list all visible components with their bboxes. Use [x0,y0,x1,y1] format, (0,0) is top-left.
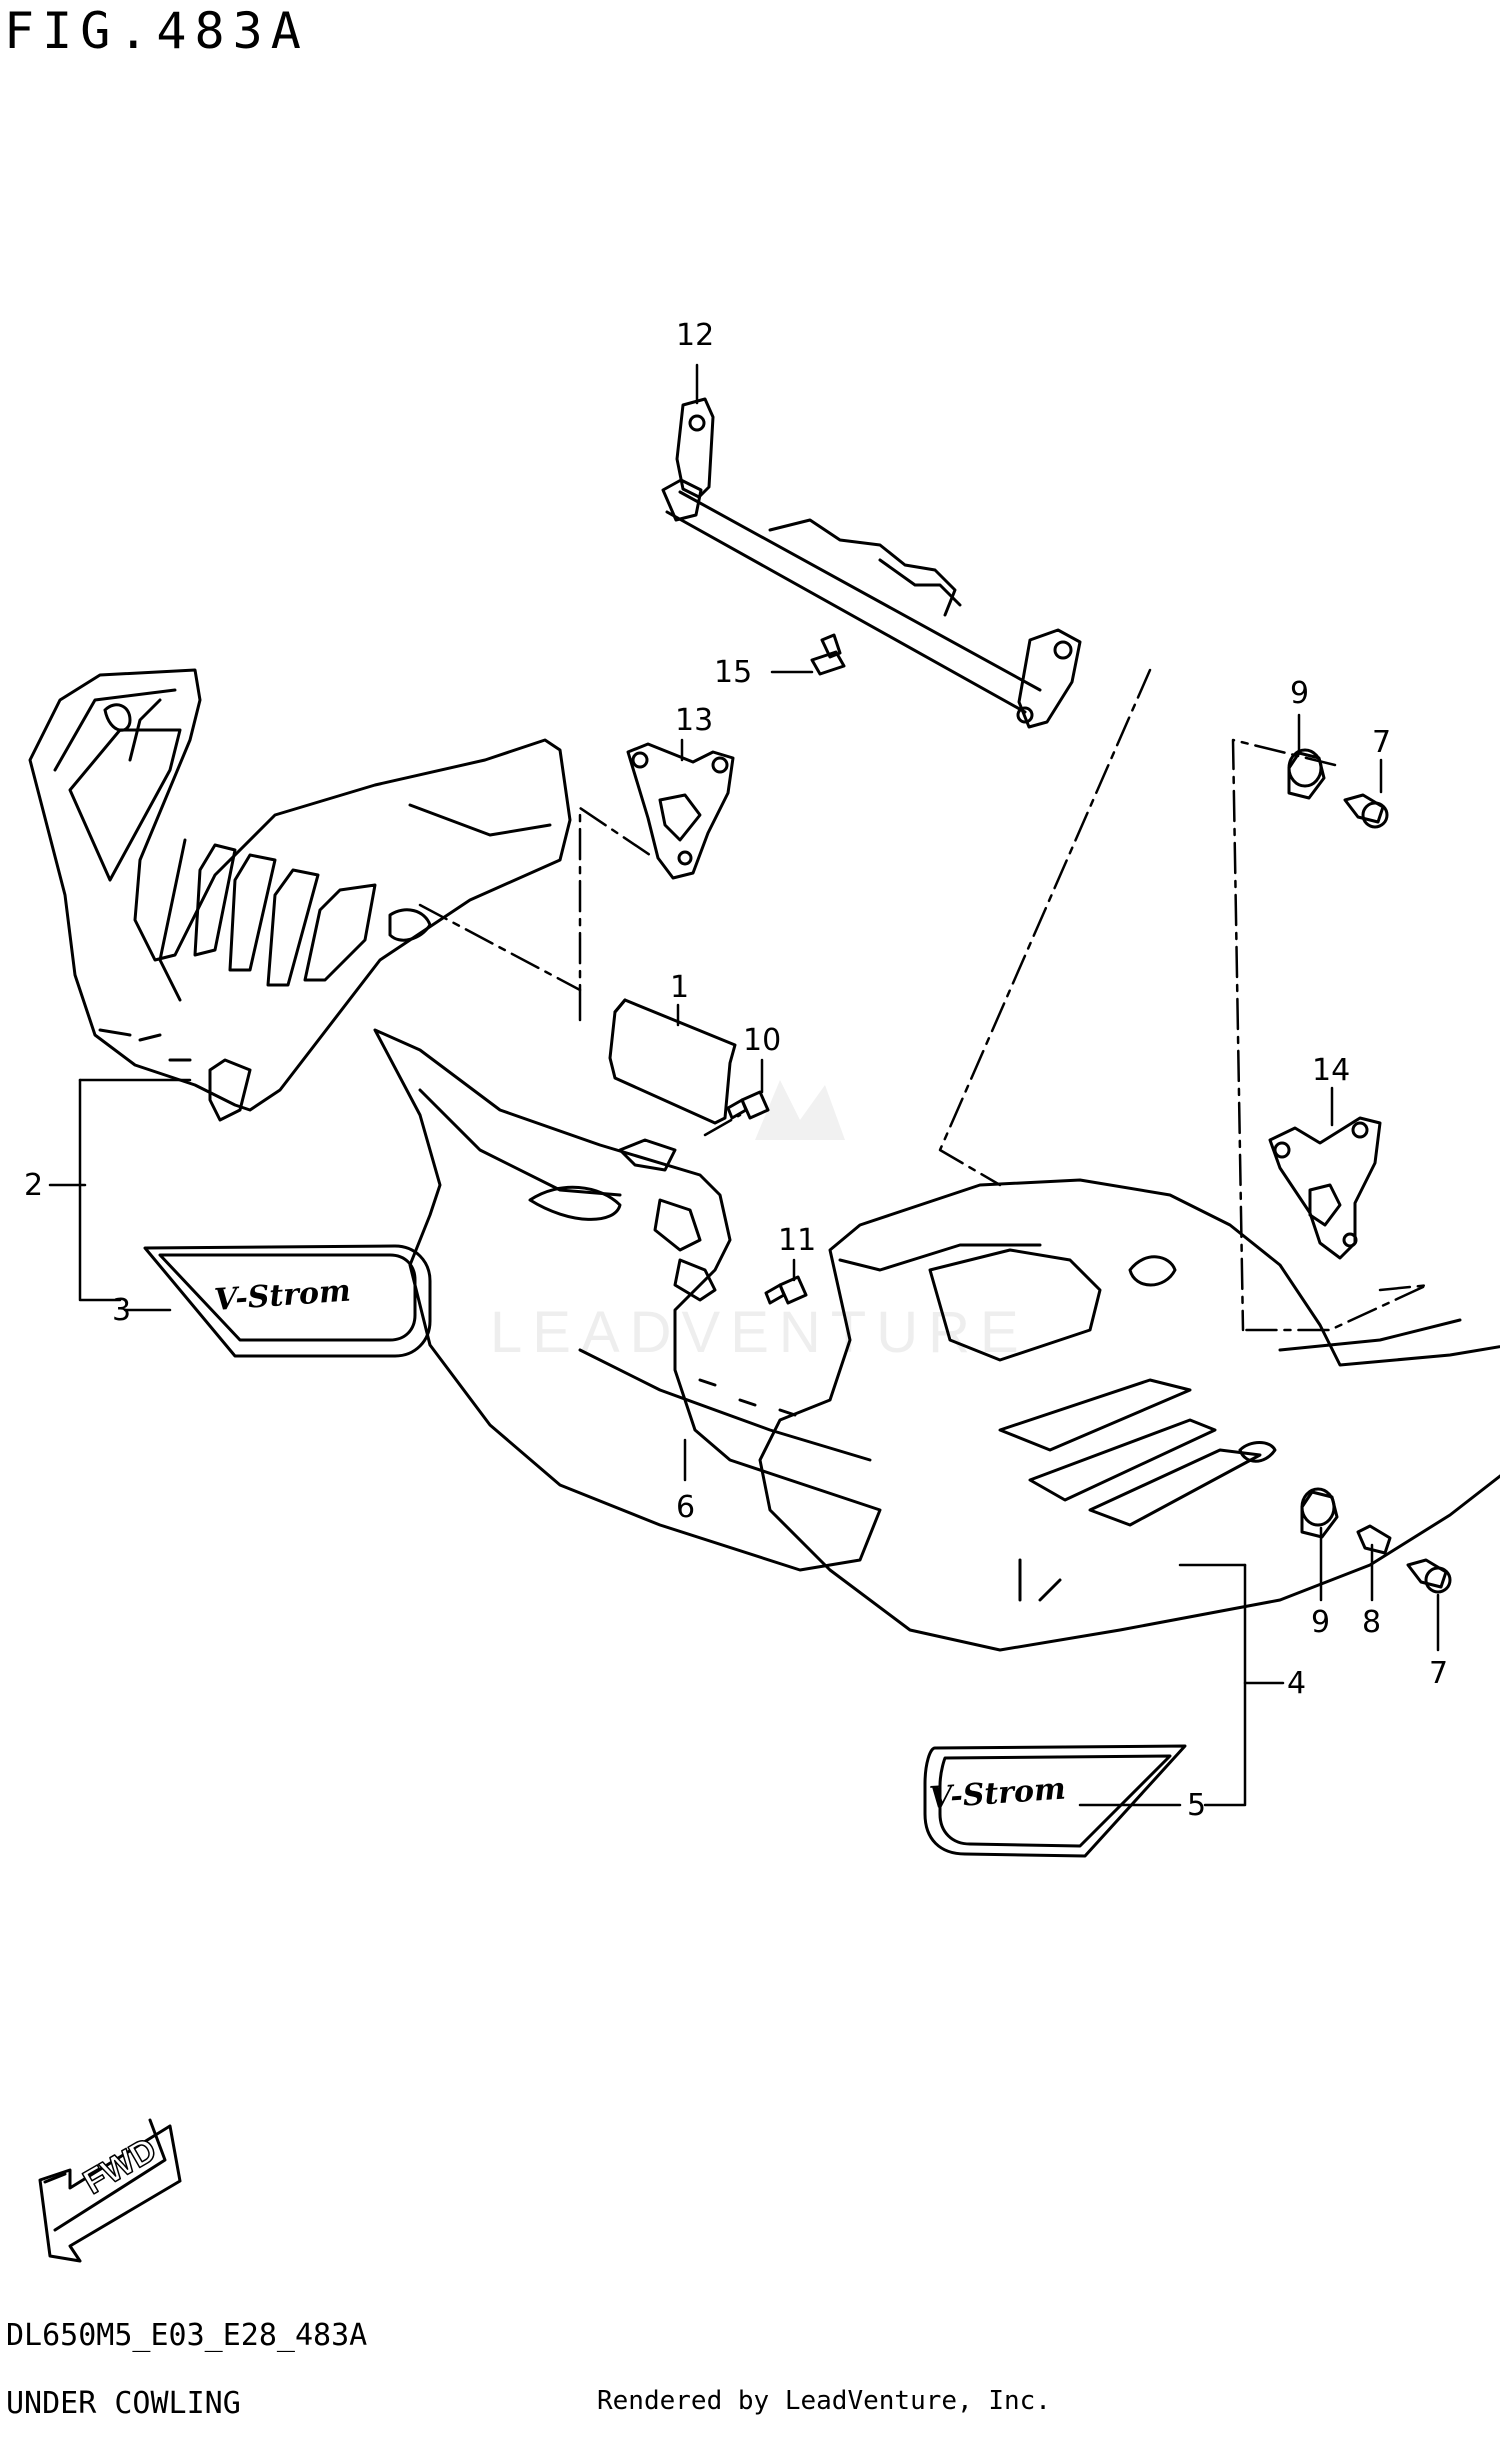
diagram-name: UNDER COWLING [6,2386,241,2421]
part-3-emblem: V-Strom [143,1244,432,1358]
callout-7-lower: 7 [1429,1656,1448,1691]
callout-2: 2 [24,1168,43,1203]
callout-10: 10 [743,1023,781,1058]
part-9-grommet-lower [1300,1487,1339,1539]
callout-13: 13 [675,703,713,738]
render-credit: Rendered by LeadVenture, Inc. [597,2386,1051,2416]
callout-9-upper: 9 [1290,676,1309,711]
part-10-screw [726,1090,770,1120]
callout-5: 5 [1187,1788,1206,1823]
callout-numbers: 12 15 13 9 7 1 10 14 2 11 3 6 9 8 7 4 5 [24,318,1448,1823]
callout-14: 14 [1312,1053,1350,1088]
figure-title: FIG.483A [4,2,309,60]
part-4-right-under-cowling [758,1178,1500,1652]
part-9-grommet-upper [1287,748,1326,800]
watermark-text: LEADVENTURE [490,1300,1029,1365]
part-1-cushion-pad [608,998,737,1125]
part-6-inner-panel [373,1028,882,1572]
callout-9-lower: 9 [1311,1605,1330,1640]
leadventure-watermark: LEADVENTURE [490,1080,1029,1365]
callout-1: 1 [670,970,689,1005]
diagram-code: DL650M5_E03_E28_483A [6,2318,368,2353]
callout-3: 3 [112,1293,131,1328]
part-11-screw [764,1275,808,1305]
part-7-bolt-upper [1343,793,1389,829]
part-15-bolt [810,633,846,676]
fwd-arrow-icon: FWD [38,2118,182,2263]
part-7-bolt-lower [1406,1558,1452,1594]
callout-8: 8 [1362,1605,1381,1640]
part-13-bracket [626,742,735,880]
part-2-left-under-cowling [28,668,572,1122]
callout-4: 4 [1287,1666,1306,1701]
emblem-5-text: V-Strom [928,1772,1067,1816]
callout-6: 6 [676,1490,695,1525]
emblem-3-text: V-Strom [213,1274,352,1318]
callout-15: 15 [714,655,752,690]
callout-11: 11 [778,1223,816,1258]
callout-7-upper: 7 [1372,725,1391,760]
leader-lines [48,363,1440,1807]
part-8-collar [1356,1524,1392,1555]
part-12-stay-bracket [661,397,1082,729]
callout-12: 12 [676,318,714,353]
part-14-bracket [1268,1116,1382,1260]
part-5-emblem: V-Strom [923,1744,1187,1858]
